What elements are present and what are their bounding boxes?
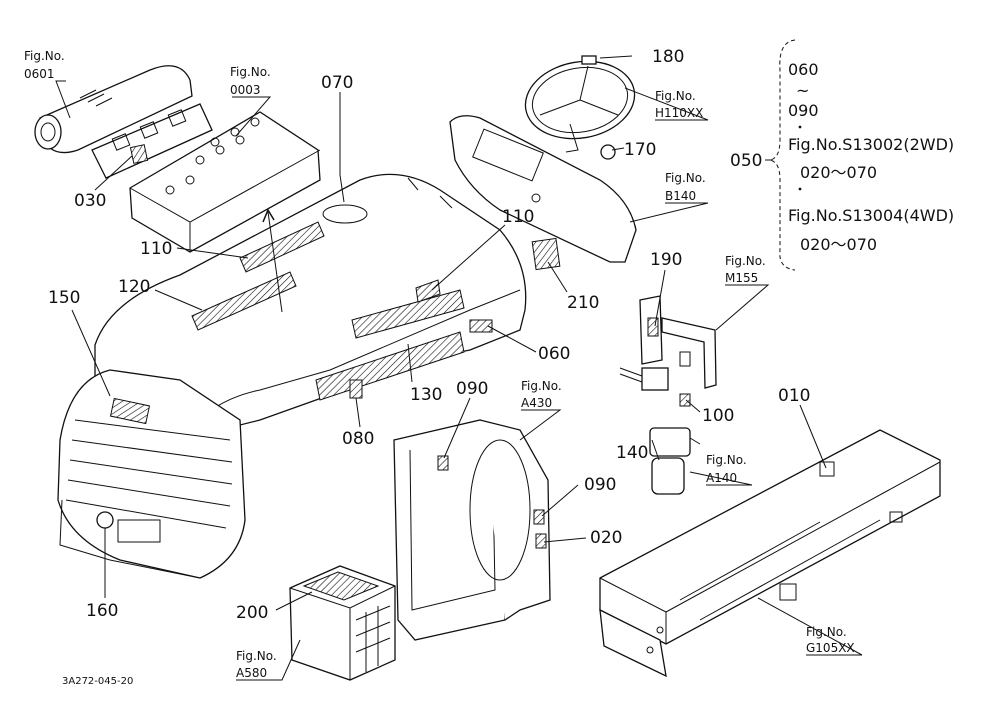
leader-lines <box>55 55 863 681</box>
brace-to: 090 <box>788 101 819 120</box>
part-label-080: 080 <box>342 429 374 449</box>
steering-wheel-drawing <box>524 55 636 160</box>
bracket-190-drawing <box>639 295 717 389</box>
fig-ref-code: 0003 <box>230 83 261 97</box>
fig-ref-code: A430 <box>521 396 552 410</box>
part-160-badge <box>96 511 114 529</box>
fig-ref-prefix: Fig.No. <box>24 49 65 63</box>
part-label-160: 160 <box>86 601 118 621</box>
catalog-code: 3A272-045-20 <box>62 676 133 687</box>
fig-ref-code: A580 <box>236 666 267 680</box>
fig-ref-code: G105XX <box>806 641 855 655</box>
part-label-140: 140 <box>616 443 648 463</box>
fuel-filter-drawing <box>649 427 701 495</box>
part-label-190: 190 <box>650 250 682 270</box>
brace-tilde: ~ <box>796 81 809 100</box>
part-label-210: 210 <box>567 293 599 313</box>
fig-ref-prefix: Fig.No. <box>230 65 271 79</box>
part-label-150: 150 <box>48 288 80 308</box>
fig-ref-prefix: Fig.No. <box>806 625 847 639</box>
part-120-decal <box>191 271 297 331</box>
key-switch-drawing <box>619 367 691 407</box>
part-110-decal-side <box>415 279 441 303</box>
brace-line-2wd: Fig.No.S13002(2WD) <box>788 135 954 154</box>
part-label-030: 030 <box>74 191 106 211</box>
fig-ref-code: A140 <box>706 471 737 485</box>
part-label-070: 070 <box>321 73 353 93</box>
frame-drawing <box>599 429 941 678</box>
fig-ref-prefix: Fig.No. <box>706 453 747 467</box>
fig-ref-code: H110XX <box>655 106 703 120</box>
part-label-130: 130 <box>410 385 442 405</box>
part-label-170: 170 <box>624 140 656 160</box>
brace-line-4wd: Fig.No.S13004(4WD) <box>788 206 954 225</box>
battery-drawing <box>289 565 396 681</box>
brace-from: 060 <box>788 60 819 79</box>
part-label-110: 110 <box>502 207 534 227</box>
fig-ref-prefix: Fig.No. <box>521 379 562 393</box>
part-label-110: 110 <box>140 239 172 259</box>
part-080-decal <box>349 379 363 399</box>
brace-bullet <box>798 187 802 191</box>
part-060-decal <box>469 319 493 333</box>
fig-ref-prefix: Fig.No. <box>236 649 277 663</box>
dash-panel-drawing <box>449 115 637 263</box>
brace-050-bracket <box>769 39 796 271</box>
part-150-emblem <box>109 397 151 425</box>
part-label-180: 180 <box>652 47 684 67</box>
part-label-200: 200 <box>236 603 268 623</box>
part-label-120: 120 <box>118 277 150 297</box>
fig-ref-code: B140 <box>665 189 696 203</box>
brace-range-4wd: 020～070 <box>800 235 877 254</box>
fig-ref-code: M155 <box>725 271 758 285</box>
part-label-020: 020 <box>590 528 622 548</box>
brace-bullet <box>798 125 802 129</box>
radiator-drawing <box>393 419 551 641</box>
fig-ref-prefix: Fig.No. <box>665 171 706 185</box>
brace-range-2wd: 020～070 <box>800 163 877 182</box>
part-110-decal-top <box>239 221 325 273</box>
fig-ref-prefix: Fig.No. <box>655 89 696 103</box>
fig-ref-code: 0601 <box>24 67 55 81</box>
part-label-100: 100 <box>702 406 734 426</box>
part-210-decal <box>531 237 561 271</box>
exhaust-manifold-drawing <box>34 65 213 179</box>
engine-block-drawing <box>129 111 321 253</box>
part-label-010: 010 <box>778 386 810 406</box>
part-label-090: 090 <box>456 379 488 399</box>
fig-ref-prefix: Fig.No. <box>725 254 766 268</box>
part-label-090: 090 <box>584 475 616 495</box>
part-label-060: 060 <box>538 344 570 364</box>
part-030-label-plate <box>129 144 149 164</box>
part-label-050: 050 <box>730 151 762 171</box>
